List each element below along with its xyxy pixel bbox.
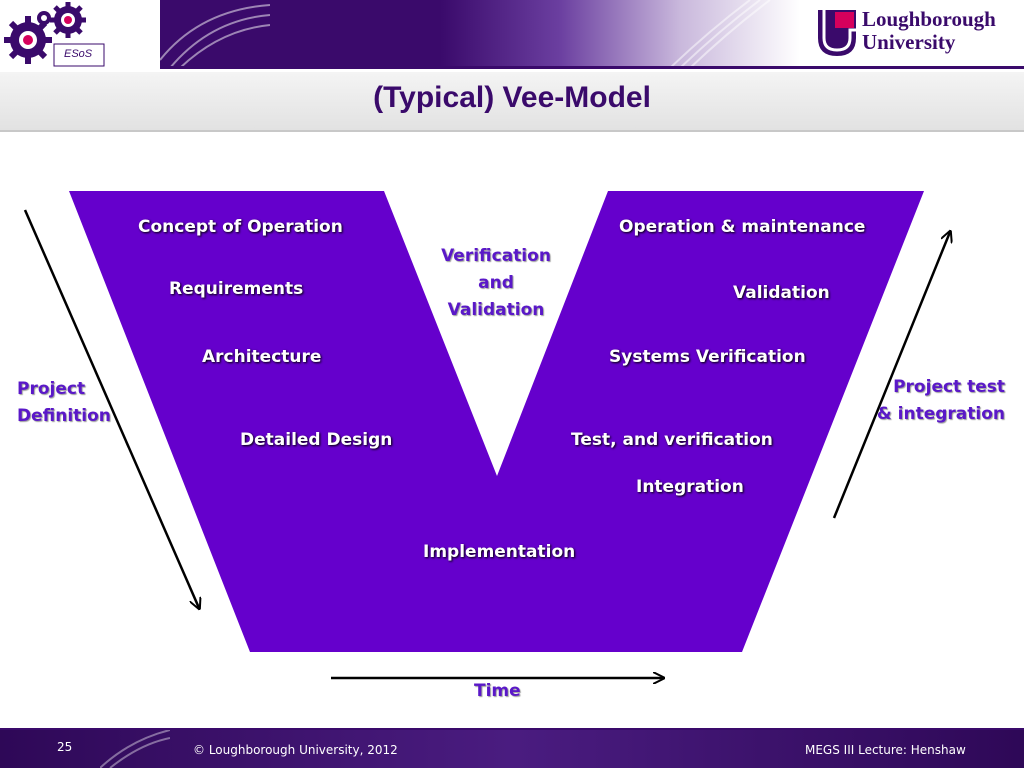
time-label: Time (474, 681, 521, 701)
footer-copyright: © Loughborough University, 2012 (193, 743, 398, 757)
project-definition-label: Project Definition (17, 376, 111, 430)
stage-architecture: Architecture (202, 347, 322, 367)
stage-validation: Validation (733, 283, 830, 303)
esos-label: ESoS (64, 48, 93, 60)
university-name-line1: Loughborough (862, 7, 996, 31)
loughborough-shield-icon (818, 10, 856, 56)
stage-operation-maintenance: Operation & maintenance (619, 217, 866, 237)
project-definition-arrow (23, 209, 199, 608)
stage-detailed-design: Detailed Design (240, 430, 393, 450)
slide-footer (0, 730, 1024, 768)
verification-validation-label: Verification and Validation (436, 243, 556, 324)
header-rule (160, 66, 1024, 69)
stage-integration: Integration (636, 477, 744, 497)
center-label-line-3: Validation (447, 300, 545, 320)
stage-test-and-verification: Test, and verification (571, 430, 773, 450)
project-definition-line-2: Definition (17, 406, 111, 426)
university-name-line2: University (862, 30, 956, 54)
project-test-integration-label: Project test & integration (870, 374, 1005, 428)
page-number: 25 (57, 740, 73, 754)
project-test-line-2: & integration (876, 404, 1005, 424)
header-swirl-decoration (160, 4, 270, 68)
stage-systems-verification: Systems Verification (609, 347, 806, 367)
gears-icon (4, 2, 105, 67)
stage-requirements: Requirements (169, 279, 304, 299)
slide-header: ESoS Loughborough University (0, 0, 1024, 69)
project-test-line-1: Project test (893, 377, 1005, 397)
center-label-line-2: and (478, 273, 514, 293)
project-integration-arrow (832, 232, 950, 519)
vee-shape (69, 191, 924, 652)
footer-rule (0, 728, 1024, 730)
footer-lecture: MEGS III Lecture: Henshaw (805, 743, 966, 757)
stage-concept-of-operation: Concept of Operation (138, 217, 343, 237)
header-swirl-decoration-right (670, 0, 771, 68)
stage-implementation: Implementation (423, 542, 576, 562)
footer-swirl-decoration (100, 730, 170, 768)
project-definition-line-1: Project (17, 379, 86, 399)
center-label-line-1: Verification (441, 246, 551, 266)
slide-title: (Typical) Vee-Model (373, 81, 651, 114)
title-bar (0, 72, 1024, 132)
esos-logo: ESoS (0, 0, 160, 68)
